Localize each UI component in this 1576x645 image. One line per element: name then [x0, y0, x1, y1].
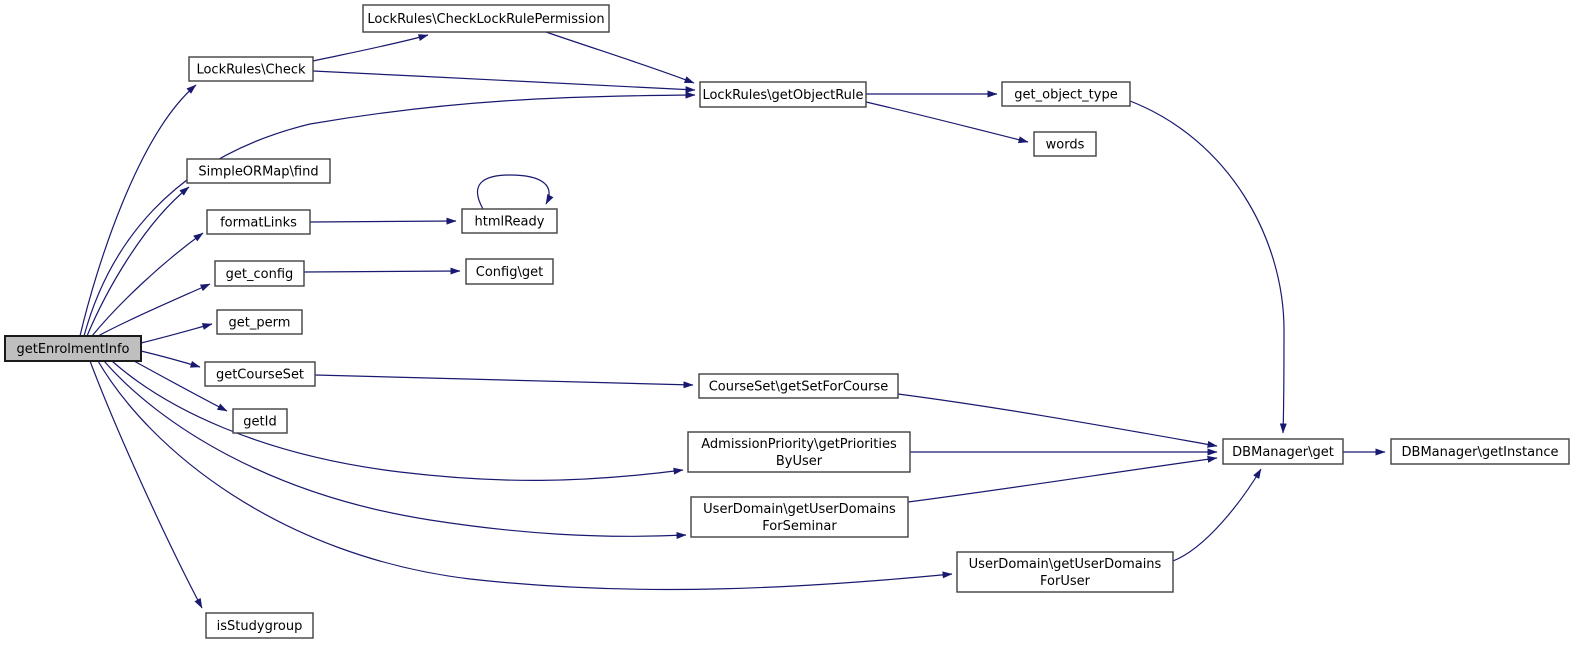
node-lockrules-checklockrulepermission[interactable]: LockRules\CheckLockRulePermission — [362, 4, 610, 33]
edge-getcourseset-to-courseset-getsetforcourse — [314, 374, 694, 389]
edge-lockrules-getobjectrule-to-words — [865, 101, 1029, 144]
edge-lockrules-check-to-lockrules-getobjectrule — [312, 70, 696, 94]
node-label-getcourseset: getCourseSet — [216, 368, 304, 383]
node-box-htmlready[interactable] — [461, 208, 558, 234]
node-box-admissionpriority-getprioritiesbyuser[interactable] — [687, 431, 911, 473]
node-box-userdomain-getuserdomainsforuser[interactable] — [956, 551, 1174, 593]
node-lockrules-check[interactable]: LockRules\Check — [188, 56, 314, 82]
node-htmlready[interactable]: htmlReady — [461, 208, 558, 234]
node-label-dbmanager-get: DBManager\get — [1232, 445, 1334, 460]
node-words[interactable]: words — [1033, 131, 1097, 157]
edge-get-enrolment-info-to-lockrules-check — [79, 84, 197, 337]
edge-get-enrolment-info-to-getcourseset — [140, 350, 201, 368]
edge-userdomain-getuserdomainsforuser-to-dbmanager-get — [1172, 468, 1262, 562]
node-box-simpleormap-find[interactable] — [186, 158, 331, 184]
edge-get-enrolment-info-to-get-perm — [140, 323, 213, 344]
node-dbmanager-get[interactable]: DBManager\get — [1222, 438, 1344, 465]
node-box-getid[interactable] — [232, 408, 288, 434]
node-box-get-config[interactable] — [214, 260, 305, 287]
node-courseset-getsetforcourse[interactable]: CourseSet\getSetForCourse — [698, 373, 899, 399]
node-box-isstudygroup[interactable] — [205, 612, 314, 639]
nodes-layer: getEnrolmentInfoLockRules\CheckLockRules… — [4, 4, 1570, 639]
node-label-formatlinks: formatLinks — [220, 216, 297, 231]
node-label-words: words — [1046, 138, 1085, 153]
node-simpleormap-find[interactable]: SimpleORMap\find — [186, 158, 331, 184]
edge-get-enrolment-info-to-getid — [133, 360, 228, 412]
node-get-config[interactable]: get_config — [214, 260, 305, 287]
node-box-lockrules-checklockrulepermission[interactable] — [362, 4, 610, 33]
node-box-formatlinks[interactable] — [206, 209, 311, 235]
node-get-perm[interactable]: get_perm — [216, 309, 303, 335]
node-label-courseset-getsetforcourse: CourseSet\getSetForCourse — [709, 380, 889, 395]
edge-formatlinks-to-htmlready — [309, 217, 457, 225]
edge-get-enrolment-info-to-admissionpriority-getprioritiesbyuser — [111, 360, 684, 482]
node-label-dbmanager-getinstance: DBManager\getInstance — [1402, 445, 1559, 460]
node-box-dbmanager-getinstance[interactable] — [1390, 438, 1570, 465]
node-box-get-object-type[interactable] — [1001, 81, 1131, 107]
edge-get-enrolment-info-to-userdomain-getuserdomainsforseminar — [103, 360, 687, 539]
edge-get-enrolment-info-to-isstudygroup — [89, 360, 203, 609]
node-label-get-object-type: get_object_type — [1014, 88, 1117, 103]
edge-get-object-type-to-dbmanager-get — [1129, 100, 1287, 434]
node-get-enrolment-info[interactable]: getEnrolmentInfo — [4, 335, 142, 362]
edge-lockrules-checklockrulepermission-to-lockrules-getobjectrule — [545, 31, 695, 84]
node-getid[interactable]: getId — [232, 408, 288, 434]
node-box-get-enrolment-info[interactable] — [4, 335, 142, 362]
node-getcourseset[interactable]: getCourseSet — [204, 361, 316, 387]
node-label-get-enrolment-info: getEnrolmentInfo — [16, 342, 129, 357]
node-isstudygroup[interactable]: isStudygroup — [205, 612, 314, 639]
edge-get-enrolment-info-to-get-config — [97, 283, 211, 337]
node-box-words[interactable] — [1033, 131, 1097, 157]
node-label-lockrules-checklockrulepermission: LockRules\CheckLockRulePermission — [367, 12, 604, 27]
node-label-lockrules-check: LockRules\Check — [196, 63, 306, 78]
node-box-userdomain-getuserdomainsforseminar[interactable] — [690, 496, 909, 538]
edge-userdomain-getuserdomainsforseminar-to-dbmanager-get — [907, 455, 1218, 503]
edge-get-enrolment-info-to-lockrules-getobjectrule — [83, 91, 696, 337]
node-box-lockrules-getobjectrule[interactable] — [699, 81, 867, 108]
edge-get-enrolment-info-to-formatlinks — [91, 232, 204, 337]
node-config-get[interactable]: Config\get — [465, 258, 554, 285]
node-lockrules-getobjectrule[interactable]: LockRules\getObjectRule — [699, 81, 867, 108]
node-label-lockrules-getobjectrule: LockRules\getObjectRule — [702, 88, 863, 103]
node-label-htmlready: htmlReady — [475, 215, 545, 230]
node-box-lockrules-check[interactable] — [188, 56, 314, 82]
node-label-get-config: get_config — [226, 267, 294, 282]
node-box-get-perm[interactable] — [216, 309, 303, 335]
node-formatlinks[interactable]: formatLinks — [206, 209, 311, 235]
edge-courseset-getsetforcourse-to-dbmanager-get — [897, 393, 1218, 448]
edge-lockrules-check-to-lockrules-checklockrulepermission — [312, 34, 429, 62]
node-label-simpleormap-find: SimpleORMap\find — [198, 165, 318, 180]
node-get-object-type[interactable]: get_object_type — [1001, 81, 1131, 107]
edge-get-enrolment-info-to-userdomain-getuserdomainsforuser — [97, 360, 953, 591]
node-label-config-get: Config\get — [476, 265, 543, 280]
edge-get-config-to-config-get — [303, 267, 461, 275]
node-label-isstudygroup: isStudygroup — [217, 619, 303, 634]
edges-layer — [79, 31, 1386, 609]
edge-htmlready-to-htmlready — [477, 174, 554, 210]
node-label-get-perm: get_perm — [229, 316, 291, 331]
node-box-config-get[interactable] — [465, 258, 554, 285]
edge-get-enrolment-info-to-simpleormap-find — [86, 186, 190, 337]
node-box-courseset-getsetforcourse[interactable] — [698, 373, 899, 399]
node-dbmanager-getinstance[interactable]: DBManager\getInstance — [1390, 438, 1570, 465]
node-label-getid: getId — [243, 415, 276, 430]
node-box-dbmanager-get[interactable] — [1222, 438, 1344, 465]
node-box-getcourseset[interactable] — [204, 361, 316, 387]
